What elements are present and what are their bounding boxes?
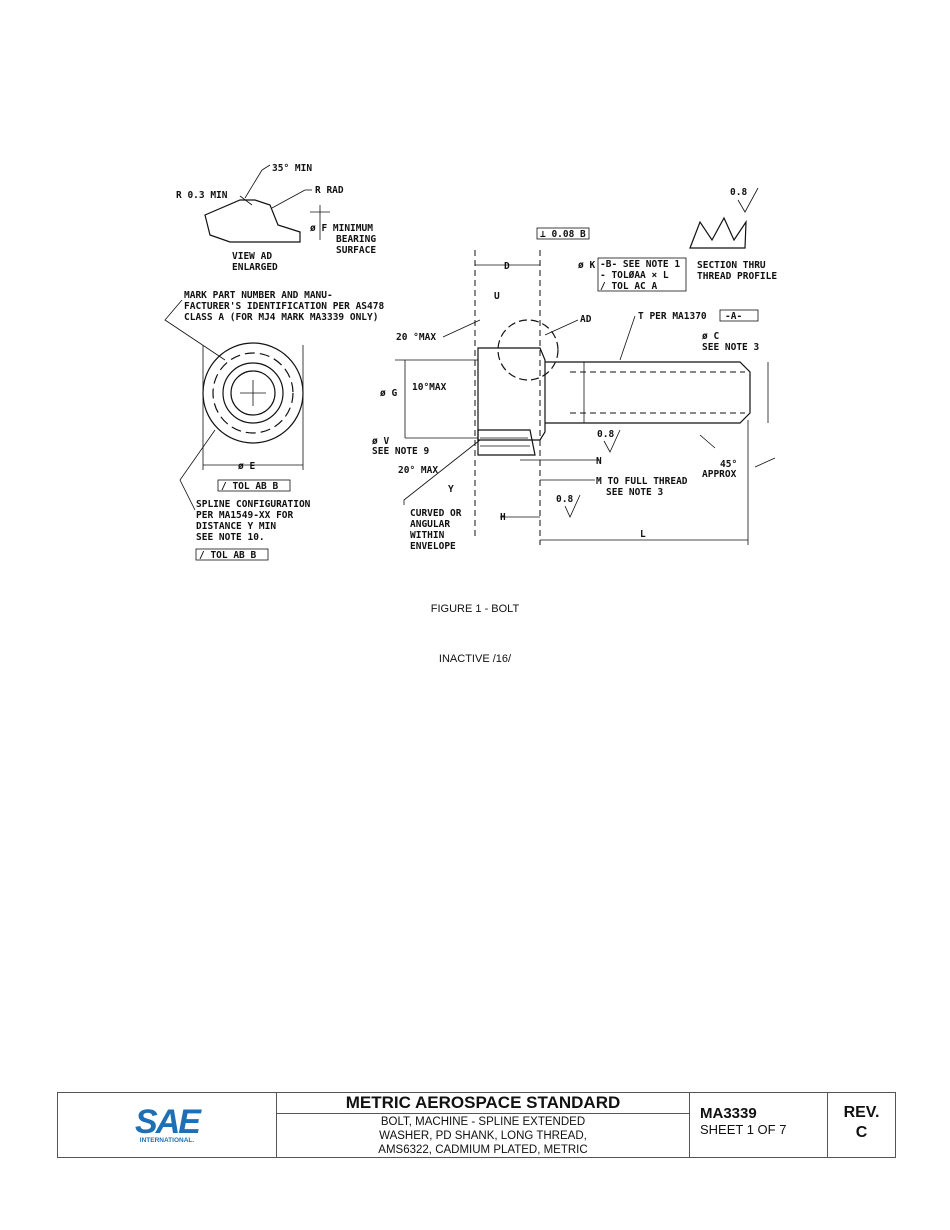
radius-min-label: R 0.3 MIN [176, 190, 228, 201]
mark-note-line: MARK PART NUMBER AND MANU- [184, 290, 333, 301]
chamfer-label: APPROX [702, 469, 737, 480]
ad-label: AD [580, 314, 592, 325]
spline-note-line: SPLINE CONFIGURATION [196, 499, 311, 510]
datum-a-label: -A- [725, 311, 742, 322]
perpendicularity-box: ⊥ 0.08 B [540, 229, 586, 240]
sheet-number: SHEET 1 OF 7 [700, 1122, 787, 1137]
revision-value: C [855, 1124, 868, 1141]
section-note-line: SECTION THRU [697, 260, 766, 271]
tol-box-1: / TOL AB B [221, 481, 278, 492]
bearing-note-line: SURFACE [336, 245, 376, 256]
dim-l-label: L [640, 529, 646, 540]
dim-v-label: ø V [372, 436, 389, 447]
description: BOLT, MACHINE - SPLINE EXTENDED WASHER, … [277, 1114, 689, 1157]
dia-c-label: ø C [702, 331, 719, 342]
tol-row-2: / TOL AC A [600, 281, 657, 292]
bolt-end-view: MARK PART NUMBER AND MANU- FACTURER'S ID… [164, 290, 384, 561]
dim-m-label: SEE NOTE 3 [606, 487, 663, 498]
finish-value: 0.8 [730, 187, 747, 198]
dim-n-label: N [596, 456, 602, 467]
sae-logo-mark: SAE [135, 1102, 201, 1141]
document-number: MA3339 [700, 1105, 757, 1122]
datum-b-note: -B- SEE NOTE 1 [600, 259, 680, 270]
dim-u-label: U [494, 291, 500, 302]
dim-h-label: H [500, 512, 506, 523]
angle-10-label: 10°MAX [412, 382, 447, 393]
dim-v-label: SEE NOTE 9 [372, 446, 429, 457]
tol-box-2: / TOL AB B [199, 550, 256, 561]
section-note-line: THREAD PROFILE [697, 271, 777, 282]
sae-logo-subtext: INTERNATIONAL. [139, 1136, 195, 1144]
view-ad-detail: 35° MIN R 0.3 MIN R RAD ø F MINIMUM BEAR… [176, 163, 376, 273]
revision-cell: REV. C [828, 1093, 895, 1157]
spline-note-line: SEE NOTE 10. [196, 532, 265, 543]
mark-note-line: FACTURER'S IDENTIFICATION PER AS478 [184, 301, 384, 312]
description-line: BOLT, MACHINE - SPLINE EXTENDED [380, 1116, 586, 1128]
spline-note-line: PER MA1549-XX FOR [196, 510, 294, 521]
chamfer-label: 45° [720, 459, 737, 470]
angle-20-top-label: 20 °MAX [396, 332, 436, 343]
curved-note-line: CURVED OR [410, 508, 462, 519]
dim-y-label: Y [448, 484, 454, 495]
curved-note-line: ENVELOPE [410, 541, 456, 552]
bolt-side-view: ⊥ 0.08 B D U ø K -B- SEE NOTE 1 - TOLØAA… [372, 187, 777, 552]
mark-note-line: CLASS A (FOR MJ4 MARK MA3339 ONLY) [184, 312, 378, 323]
bearing-note-line: BEARING [336, 234, 376, 245]
spline-note-line: DISTANCE Y MIN [196, 521, 276, 532]
title-block: SAE INTERNATIONAL. METRIC AEROSPACE STAN… [57, 1092, 896, 1158]
description-line: AMS6322, CADMIUM PLATED, METRIC [378, 1144, 588, 1156]
view-ad-caption: ENLARGED [232, 262, 278, 273]
title-cell: METRIC AEROSPACE STANDARD BOLT, MACHINE … [277, 1093, 690, 1157]
dim-g-label: ø G [380, 388, 397, 399]
status-line: INACTIVE /16/ [438, 653, 512, 665]
finish-value: 0.8 [556, 494, 573, 505]
figure-caption: FIGURE 1 - BOLT [430, 603, 520, 615]
tol-row-1: - TOLØAA × L [600, 270, 669, 281]
curved-note-line: WITHIN [410, 530, 445, 541]
radius-label: R RAD [315, 185, 344, 196]
view-ad-caption: VIEW AD [232, 251, 272, 262]
standard-title: METRIC AEROSPACE STANDARD [277, 1093, 689, 1114]
finish-value: 0.8 [597, 429, 614, 440]
dim-d-label: D [504, 261, 510, 272]
dia-c-label: SEE NOTE 3 [702, 342, 759, 353]
dia-e-label: ø E [238, 461, 255, 472]
document-cell: MA3339 SHEET 1 OF 7 [690, 1093, 828, 1157]
sae-logo: SAE INTERNATIONAL. [58, 1093, 277, 1157]
dim-m-label: M TO FULL THREAD [596, 476, 688, 487]
bearing-note-line: ø F MINIMUM [310, 223, 373, 234]
curved-note-line: ANGULAR [410, 519, 450, 530]
dim-k-label: ø K [578, 260, 595, 271]
description-line: WASHER, PD SHANK, LONG THREAD, [379, 1130, 587, 1142]
revision-label: REV. [843, 1104, 880, 1121]
thread-label: T PER MA1370 [638, 311, 707, 322]
angle-35-label: 35° MIN [272, 163, 312, 174]
angle-20-bottom-label: 20° MAX [398, 465, 438, 476]
